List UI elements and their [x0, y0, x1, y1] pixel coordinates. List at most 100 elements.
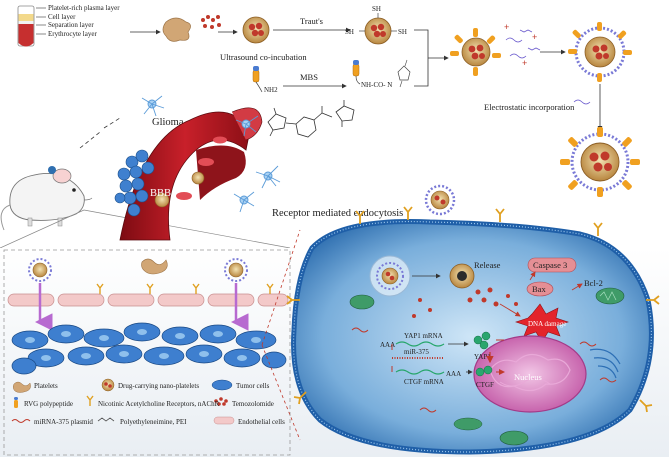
label-yap1-mrna: YAP1 mRNA — [404, 332, 443, 340]
er-ribbons — [589, 348, 621, 379]
label-ctgf-mrna: CTGF mRNA — [404, 378, 444, 386]
mouse-icon — [0, 166, 93, 231]
legend-nano: Drug-carrying nano-platelets — [118, 382, 199, 390]
label-aaa-1: AAA — [380, 341, 395, 349]
charge-signs: + + + — [504, 22, 537, 68]
ctgf-protein-icon — [475, 365, 493, 377]
legend-nachr-icon — [86, 395, 94, 406]
legend-pei-icon — [97, 417, 115, 422]
legend-pei: Polyethyleneimine, PEI — [120, 418, 187, 426]
legend-tmz-icon — [214, 397, 228, 406]
tissue-panel-border — [3, 249, 291, 456]
sh-nano-icon — [359, 13, 397, 45]
svg-text:+: + — [532, 32, 537, 42]
label-bbb: BBB — [150, 188, 171, 199]
dna-damage-burst — [515, 303, 569, 343]
mrna-strands — [392, 341, 445, 375]
tube-layer-cell: Cell layer — [48, 13, 76, 21]
label-aaa-2: AAA — [446, 370, 461, 378]
label-bcl2: Bcl-2 — [584, 278, 603, 288]
label-sh-top: SH — [372, 5, 381, 13]
tube-layer-separation: Separation layer — [48, 21, 94, 29]
label-dna-damage: DNA damage — [528, 320, 566, 328]
label-sh-right: SH — [398, 28, 407, 36]
legend-nano-icon — [101, 378, 115, 392]
tumor-cell-nuclei — [25, 329, 261, 361]
astrocyte-icons — [141, 95, 281, 213]
nucleus — [473, 335, 587, 413]
zoom-lines — [0, 209, 291, 249]
transcytosis-arrows — [35, 283, 249, 331]
label-ultrasound: Ultrasound co-incubation — [220, 52, 307, 62]
temozolomide-icon — [201, 15, 221, 29]
mbs-structure — [267, 100, 355, 138]
legend-tmz: Temozolomide — [232, 400, 274, 408]
rvg-mbs-icon — [352, 59, 411, 88]
tube-layer-plasma: Platelet-rich plasma layer — [48, 4, 120, 12]
label-bax: Bax — [532, 284, 546, 294]
platelet-icon — [162, 17, 191, 42]
pei-nano-icon — [568, 22, 632, 82]
cell-zoom-lines — [261, 229, 301, 441]
label-receptor: Receptor mediated endocytosis — [272, 208, 403, 219]
legend — [11, 378, 235, 425]
arrow-bcl2 — [571, 283, 583, 291]
legend-plasmid: miRNA-375 plasmid — [34, 418, 93, 426]
legend-platelets: Platelets — [34, 382, 58, 390]
tube-layer-erythrocyte: Erythrocyte layer — [48, 30, 97, 38]
arrow-to-dna-damage — [499, 303, 521, 317]
legend-nachr: Nicotinic Acetylcholine Receptors, nAChR — [98, 400, 220, 408]
label-electrostatic: Electrostatic incorporation — [484, 102, 575, 112]
legend-endo-icon — [213, 416, 235, 425]
label-nh2: NH2 — [264, 86, 278, 94]
tissue-nano-particles — [28, 258, 248, 282]
legend-tumor-icon — [211, 379, 233, 391]
legend-tumor: Tumor cells — [236, 382, 270, 390]
tumor-cell-layer — [11, 322, 287, 375]
endothelial-layer — [7, 293, 289, 307]
glioma-pointer — [79, 117, 121, 149]
label-yap1: YAP1 — [474, 353, 491, 361]
endosome — [369, 255, 411, 297]
label-caspase: Caspase 3 — [533, 260, 567, 270]
svg-text:+: + — [522, 58, 527, 68]
membrane-nano — [424, 184, 456, 216]
label-glioma: Glioma — [152, 117, 184, 128]
arrow-bax-caspase — [529, 271, 536, 281]
arrows-to-nucleus — [496, 339, 504, 372]
mitochondria-icons — [349, 287, 625, 446]
legend-endo: Endothelial cells — [238, 418, 285, 426]
join-bracket — [414, 29, 429, 87]
label-mir375: miR-375 — [404, 348, 429, 356]
membrane-receptors — [286, 206, 660, 413]
yap1-protein-icon — [473, 331, 491, 350]
rvg-peptide-icon — [252, 66, 263, 93]
centrifuge-tube — [17, 5, 46, 47]
bax-icon — [526, 281, 554, 297]
caspase3-box — [527, 257, 577, 273]
released-nano — [449, 263, 499, 307]
legend-platelet-icon — [12, 381, 31, 393]
pei-plasmid-pieces — [505, 29, 541, 59]
svg-text:+: + — [504, 22, 509, 32]
label-trauts: Traut's — [300, 16, 323, 26]
legend-rvg: RVG polypeptide — [24, 400, 73, 408]
label-sh-left: SH — [345, 28, 354, 36]
label-nucleus: Nucleus — [514, 372, 542, 382]
label-ctgf: CTGF — [476, 381, 494, 389]
cytoplasm-plasmids — [351, 327, 617, 413]
mitochondrion-bottom — [453, 417, 483, 431]
label-nh-co-n: NH-CO- N — [361, 81, 392, 89]
label-release: Release — [474, 260, 501, 270]
final-nano-icon — [560, 127, 640, 197]
legend-plasmid-icon — [11, 419, 31, 423]
plasmid-squiggle-icon — [573, 99, 591, 105]
nachr-receptors — [96, 283, 274, 294]
nano-platelet-icon — [242, 16, 270, 44]
tumor-cell — [291, 219, 654, 455]
rvg-nano-icon — [450, 28, 501, 76]
label-mbs: MBS — [300, 72, 318, 82]
cytoplasm-dots — [412, 294, 518, 318]
